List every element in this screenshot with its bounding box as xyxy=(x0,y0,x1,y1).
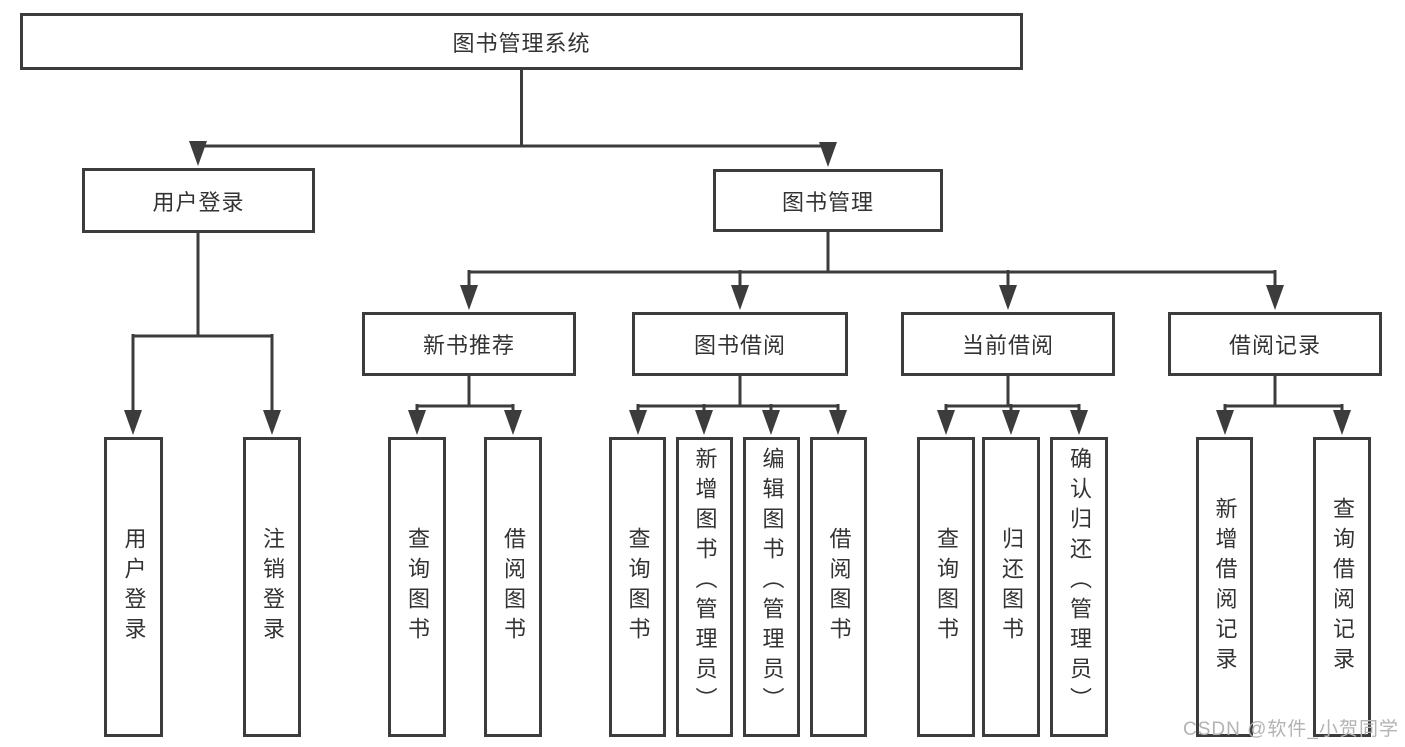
leaf-label: 查询图书 xyxy=(625,527,651,647)
node-new-book-recommend: 新书推荐 xyxy=(362,312,576,376)
leaf-confirm-return-admin: 确认归还（管理员） xyxy=(1050,437,1108,737)
leaf-borrow-books: 借阅图书 xyxy=(484,437,542,737)
leaf-label: 确认归还（管理员） xyxy=(1067,447,1092,717)
node-book-borrow: 图书借阅 xyxy=(632,312,848,376)
node-root: 图书管理系统 xyxy=(20,13,1023,70)
leaf-return-books: 归还图书 xyxy=(982,437,1040,737)
leaf-label: 新增图书（管理员） xyxy=(692,447,718,717)
leaf-add-book-admin: 新增图书（管理员） xyxy=(676,437,733,737)
watermark: CSDN @软件_小贺同学 xyxy=(1183,719,1399,740)
node-current-borrow: 当前借阅 xyxy=(901,312,1115,376)
leaf-label: 归还图书 xyxy=(999,527,1024,647)
leaf-logout: 注销登录 xyxy=(243,437,301,737)
node-user-login: 用户登录 xyxy=(82,168,315,233)
leaf-label: 查询借阅记录 xyxy=(1330,497,1355,677)
leaf-label: 编辑图书（管理员） xyxy=(759,447,785,717)
leaf-borrow-books: 借阅图书 xyxy=(810,437,867,737)
leaf-edit-book-admin: 编辑图书（管理员） xyxy=(743,437,800,737)
leaf-label: 借阅图书 xyxy=(826,527,852,647)
leaf-label: 注销登录 xyxy=(260,527,285,647)
leaf-label: 查询图书 xyxy=(405,527,430,647)
leaf-label: 借阅图书 xyxy=(501,527,526,647)
leaf-query-books: 查询图书 xyxy=(609,437,666,737)
node-book-management: 图书管理 xyxy=(713,169,943,232)
leaf-label: 用户登录 xyxy=(121,527,147,647)
leaf-query-borrow-record: 查询借阅记录 xyxy=(1313,437,1371,737)
leaf-add-borrow-record: 新增借阅记录 xyxy=(1196,437,1253,737)
leaf-label: 新增借阅记录 xyxy=(1212,497,1238,677)
node-borrow-records: 借阅记录 xyxy=(1168,312,1382,376)
leaf-user-login: 用户登录 xyxy=(104,437,163,737)
leaf-query-books: 查询图书 xyxy=(388,437,446,737)
leaf-label: 查询图书 xyxy=(934,527,959,647)
leaf-query-books: 查询图书 xyxy=(917,437,975,737)
